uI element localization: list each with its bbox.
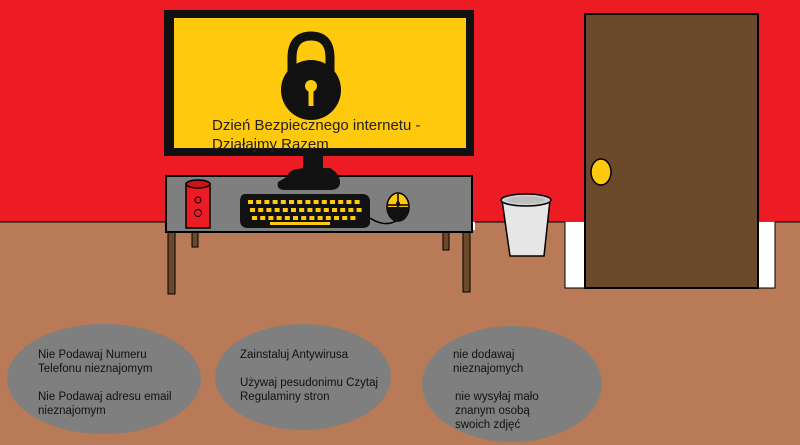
door-knob xyxy=(590,158,612,186)
keyboard-key xyxy=(297,200,303,204)
tip-text-3: nie dodawaj nieznajomych nie wysyłaj mał… xyxy=(453,348,563,432)
keyboard-key xyxy=(356,208,362,212)
keyboard-key xyxy=(321,200,327,204)
tip-line: nie wysyłaj mało znanym osobą swoich zdj… xyxy=(455,391,539,431)
tip-bubble-3 xyxy=(422,326,602,442)
keyboard-key xyxy=(315,208,321,212)
tip-text-2: Zainstaluj Antywirusa Używaj pesudonimu … xyxy=(240,348,380,404)
keyboard-key xyxy=(268,216,274,220)
keyboard-key xyxy=(293,216,298,220)
keyboard-key xyxy=(258,208,264,212)
door-icon xyxy=(584,13,759,289)
speaker-icon xyxy=(185,179,211,229)
tip-bubble-1 xyxy=(7,324,201,434)
keyboard-key xyxy=(256,200,262,204)
tip-line: Nie Podawaj adresu email nieznajomym xyxy=(38,391,172,417)
keyboard-spacebar xyxy=(270,222,330,225)
monitor-title-line-1: Dzień Bezpiecznego internetu - xyxy=(212,117,421,134)
keyboard-key xyxy=(299,208,305,212)
keyboard-key xyxy=(354,200,360,204)
keyboard-key xyxy=(274,208,280,212)
monitor xyxy=(164,10,474,190)
keyboard-key xyxy=(338,200,344,204)
trash-bin-icon xyxy=(500,193,552,257)
keyboard-key xyxy=(276,216,282,220)
keyboard-key xyxy=(342,216,348,220)
keyboard-key xyxy=(305,200,311,204)
keyboard-key xyxy=(307,208,313,212)
keyboard-key xyxy=(266,208,272,212)
monitor-caption: Dzień Bezpiecznego internetu - Działajmy… xyxy=(212,116,472,154)
tip-line: nie dodawaj nieznajomych xyxy=(453,349,524,375)
monitor-title-line-2: Działajmy Razem xyxy=(212,136,329,153)
keyboard-key xyxy=(323,208,329,212)
keyboard-key xyxy=(280,200,286,204)
keyboard-key xyxy=(282,208,288,212)
keyboard-key xyxy=(248,200,253,204)
keyboard-key xyxy=(313,200,319,204)
keyboard-key xyxy=(325,216,331,220)
keyboard-key xyxy=(289,200,294,204)
padlock-icon xyxy=(281,31,341,120)
keyboard-key xyxy=(250,208,255,212)
keyboard-key xyxy=(332,208,337,212)
keyboard-key xyxy=(330,200,335,204)
keyboard-key xyxy=(272,200,278,204)
mouse-icon xyxy=(386,192,410,222)
tip-line: Używaj pesudonimu Czytaj Regulaminy stro… xyxy=(240,377,379,403)
keyboard-key xyxy=(291,208,296,212)
tip-line: Nie Podawaj Numeru Telefonu nieznajomym xyxy=(38,349,153,375)
keyboard-key xyxy=(301,216,307,220)
keyboard-key xyxy=(350,216,356,220)
keyboard-icon xyxy=(240,194,370,228)
keyboard-key xyxy=(317,216,323,220)
keyboard-key xyxy=(252,216,257,220)
keyboard-key xyxy=(334,216,339,220)
keyboard-key xyxy=(346,200,352,204)
keyboard-key xyxy=(340,208,346,212)
tip-text-1: Nie Podawaj Numeru Telefonu nieznajomym … xyxy=(38,348,178,418)
keyboard-key xyxy=(284,216,290,220)
tip-line: Zainstaluj Antywirusa xyxy=(240,349,349,361)
keyboard-key xyxy=(260,216,266,220)
keyboard-key xyxy=(348,208,354,212)
tip-bubble-2 xyxy=(215,324,391,430)
keyboard-key xyxy=(309,216,315,220)
keyboard-key xyxy=(264,200,270,204)
